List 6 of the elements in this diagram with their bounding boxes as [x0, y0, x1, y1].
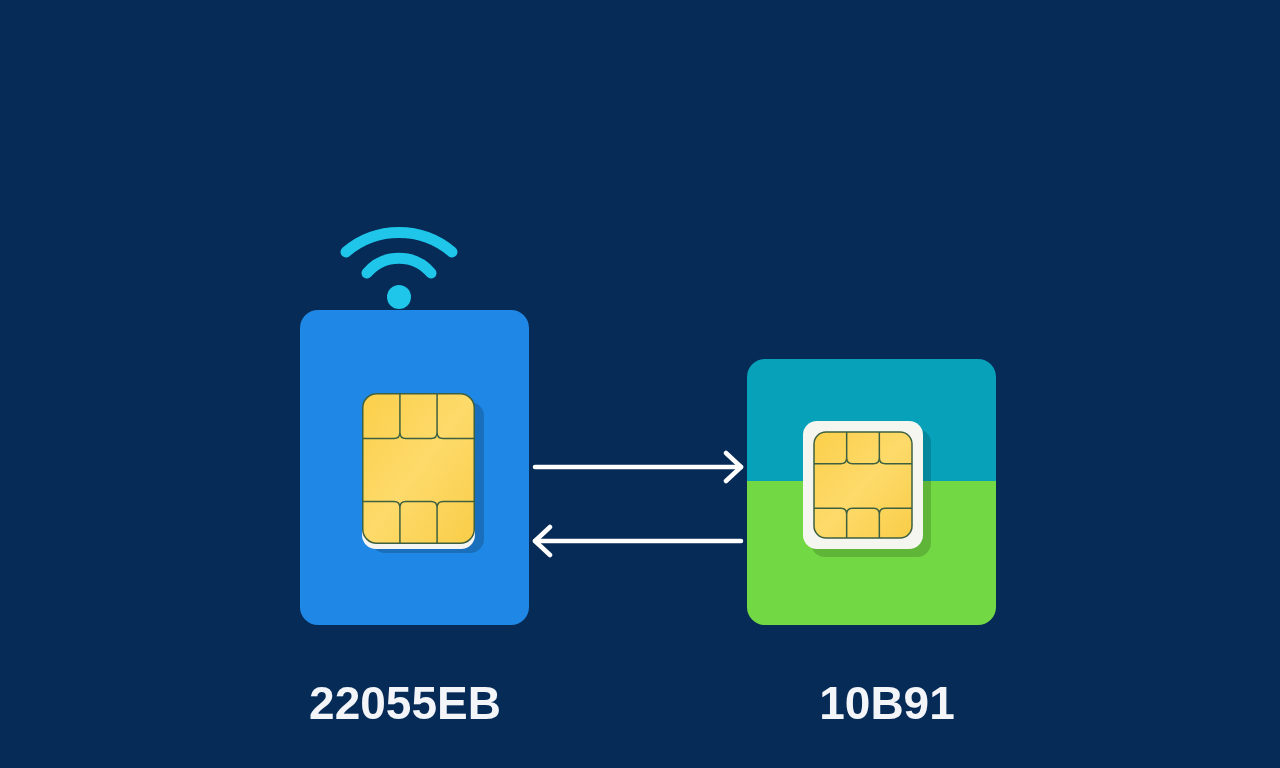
arrow — [532, 524, 744, 558]
card-caption: 10B91 — [818, 676, 956, 730]
sim-card — [300, 310, 529, 625]
card-caption: 22055EB — [308, 676, 502, 730]
arrow — [532, 450, 744, 484]
sim-card — [747, 359, 996, 625]
